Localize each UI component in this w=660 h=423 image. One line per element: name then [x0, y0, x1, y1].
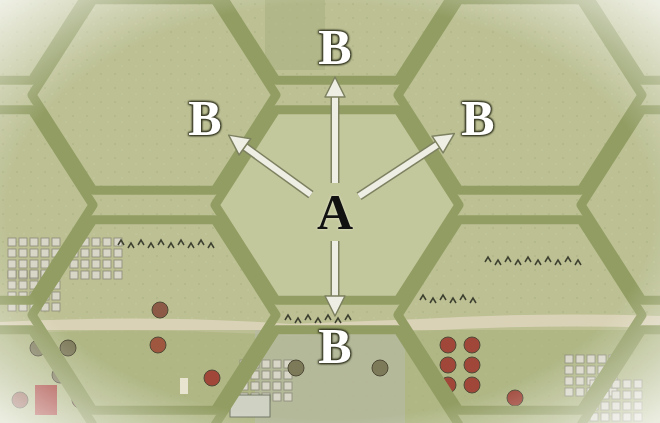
- arrowhead: [229, 135, 251, 155]
- arrow-shaft: [243, 146, 311, 195]
- arrow-shaft: [332, 241, 338, 298]
- origin-hex-label: A: [313, 185, 357, 239]
- hex-letter: B: [318, 22, 351, 72]
- hex-letter: A: [317, 187, 353, 237]
- arrow-outline: [243, 146, 311, 195]
- arrow-shaft: [359, 143, 439, 196]
- arrowhead: [325, 296, 345, 316]
- arrowhead: [432, 134, 454, 153]
- move-arrow: [359, 134, 454, 197]
- arrow-outline: [330, 241, 339, 298]
- move-arrow: [325, 241, 345, 316]
- hex-letter: B: [318, 321, 351, 371]
- target-hex-label: B: [457, 91, 498, 145]
- move-arrow: [325, 77, 345, 183]
- arrow-outline: [359, 143, 439, 196]
- arrow-shaft: [332, 95, 338, 183]
- hex-letter: B: [188, 93, 221, 143]
- target-hex-label: B: [314, 319, 355, 373]
- hex-letter: B: [461, 93, 494, 143]
- arrowhead: [325, 77, 345, 97]
- arrow-outline: [330, 95, 339, 183]
- target-hex-label: B: [314, 20, 355, 74]
- target-hex-label: B: [184, 91, 225, 145]
- move-arrow: [229, 135, 311, 194]
